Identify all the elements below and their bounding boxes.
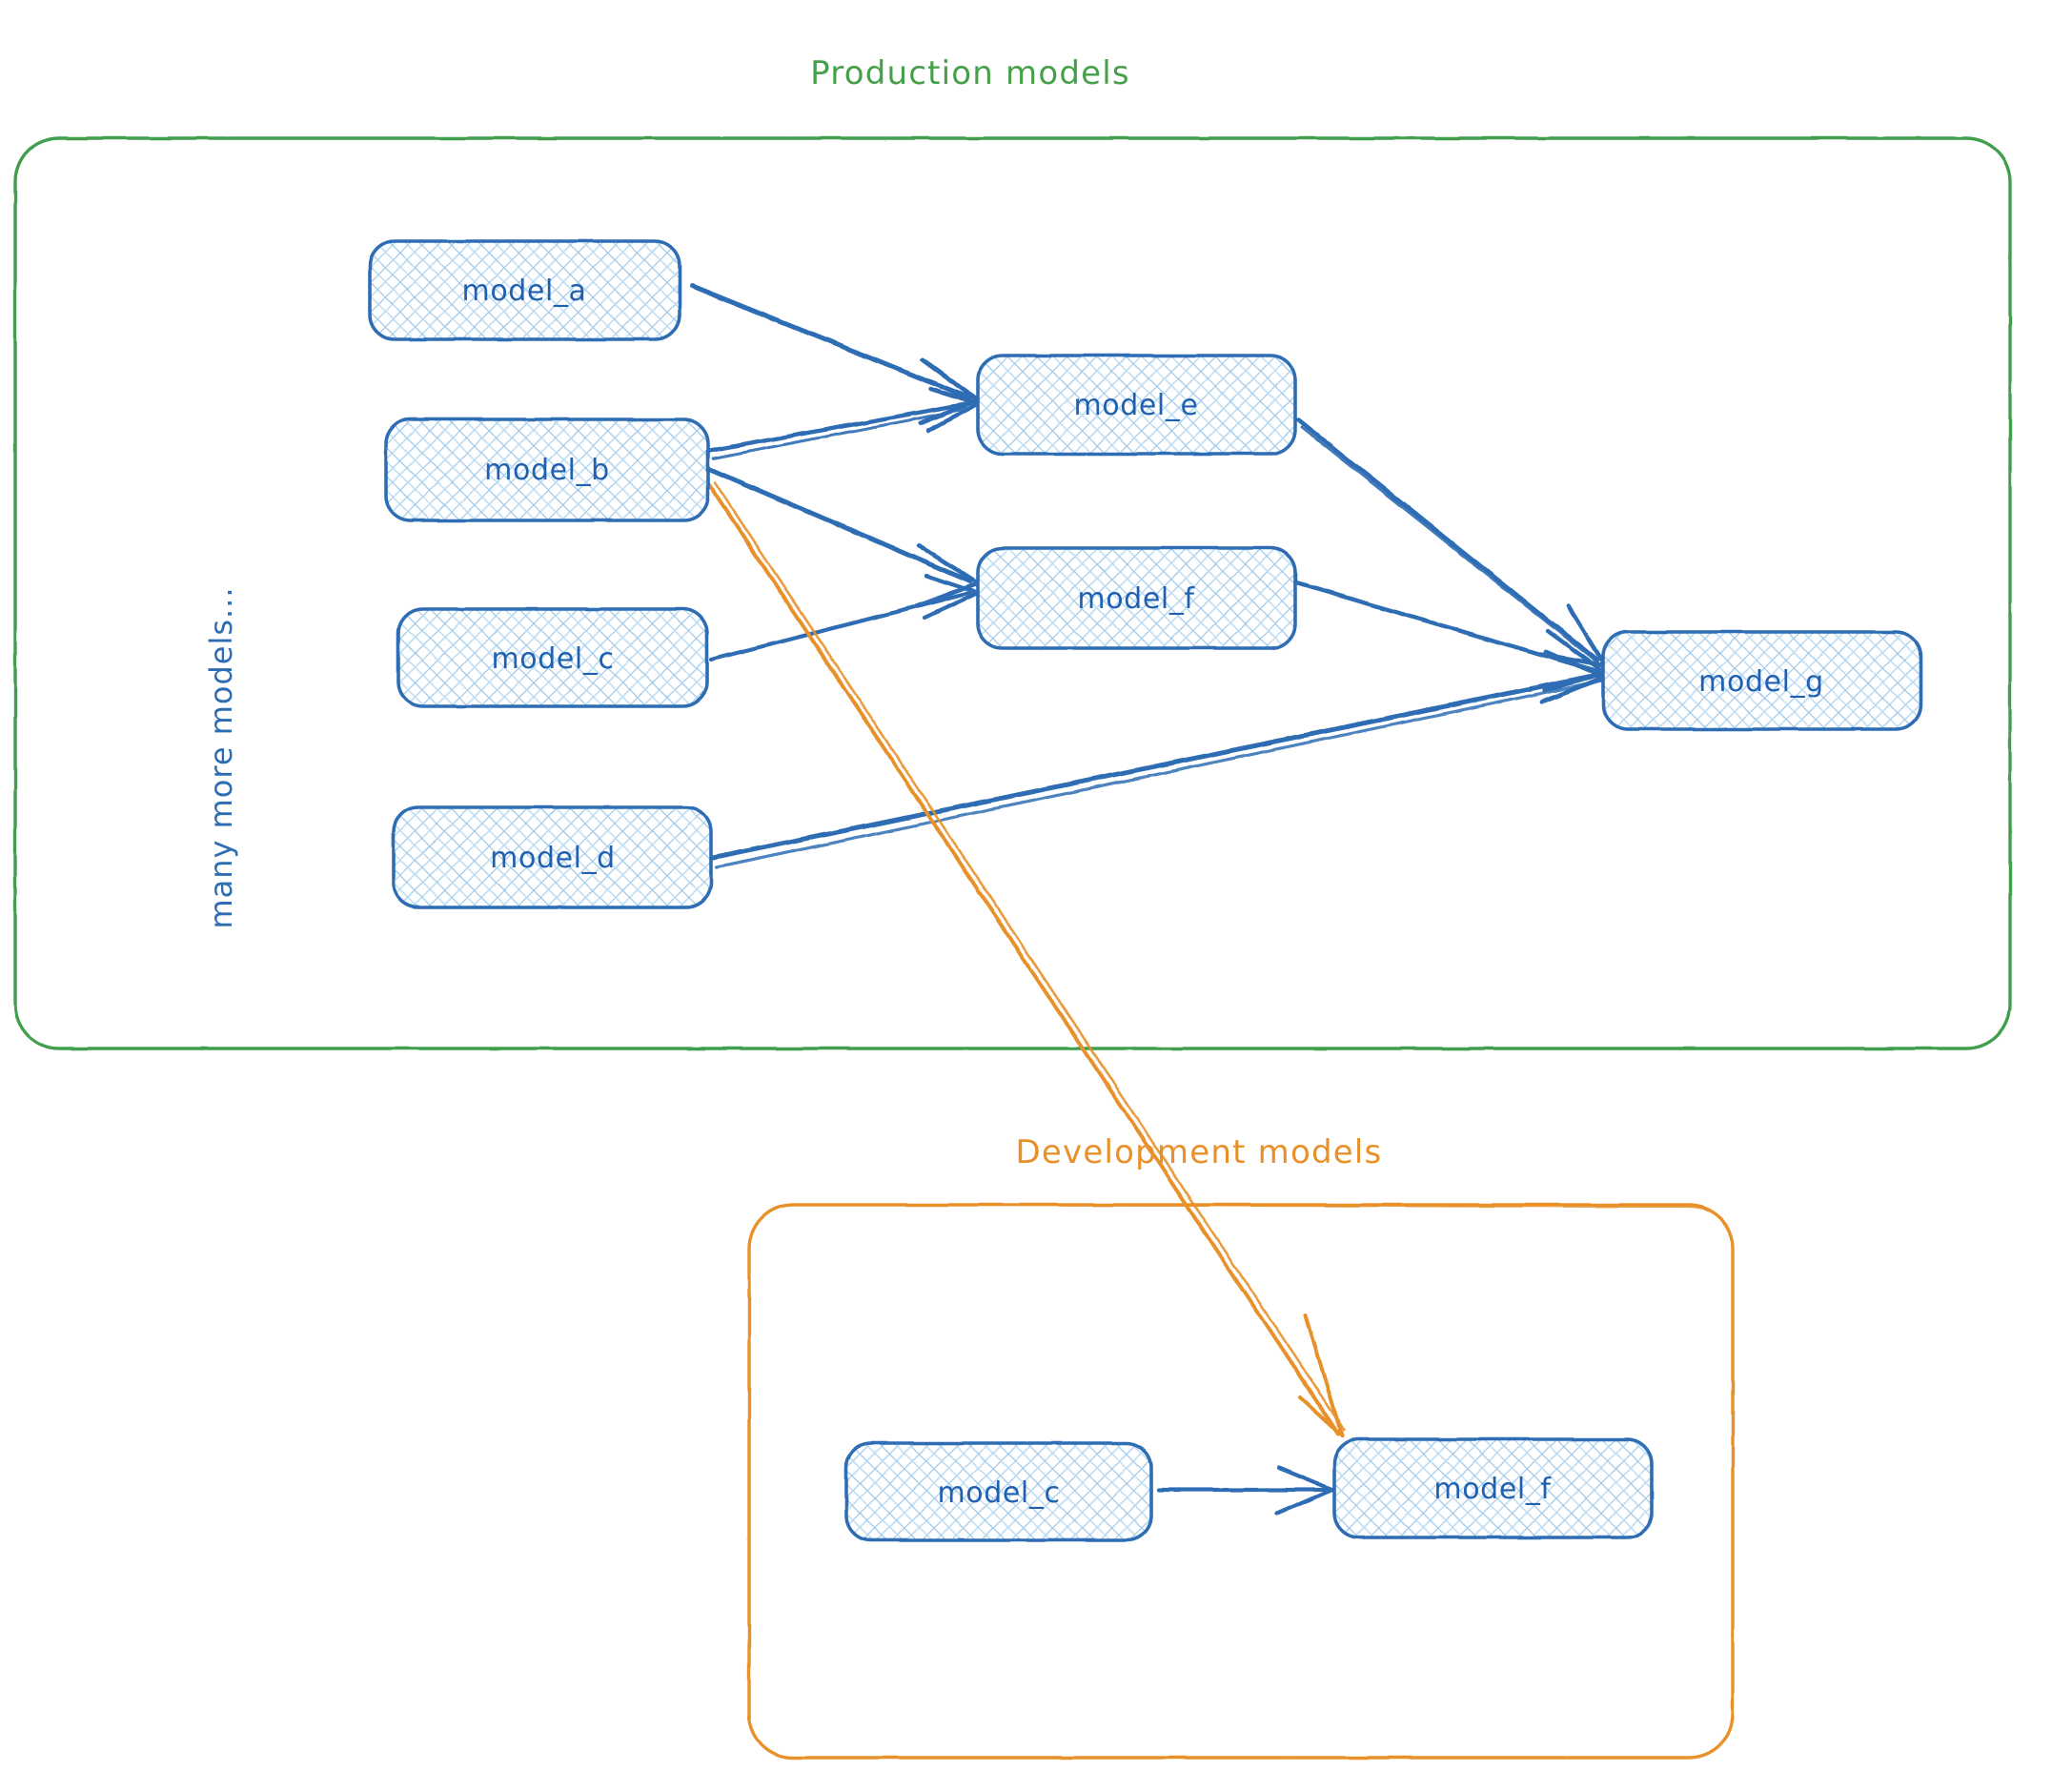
node-prod-model-c-label: model_c <box>491 642 614 676</box>
edge-dev-c-to-dev-f <box>1156 1465 1335 1517</box>
edge-c-to-f <box>708 573 981 662</box>
node-layer: model_a model_b model_c model_d model_e <box>368 239 1922 1542</box>
edge-b-to-e <box>706 386 981 460</box>
node-dev-model-f-label: model_f <box>1433 1473 1552 1506</box>
production-group-title: Production models <box>810 54 1130 92</box>
node-prod-model-b[interactable]: model_b <box>384 417 710 522</box>
node-dev-model-f-shape <box>1332 1437 1654 1539</box>
node-prod-model-d[interactable]: model_d <box>392 805 713 909</box>
node-prod-model-a[interactable]: model_a <box>368 239 681 341</box>
node-dev-model-f[interactable]: model_f <box>1332 1437 1654 1539</box>
node-prod-model-e-label: model_e <box>1073 389 1198 422</box>
node-prod-model-e[interactable]: model_e <box>976 354 1297 456</box>
node-dev-model-c-shape <box>844 1441 1153 1542</box>
edge-f-to-g <box>1295 580 1608 693</box>
node-prod-model-d-shape <box>392 805 713 909</box>
production-group-border <box>13 136 2012 1050</box>
development-group-border-overstroke <box>791 1203 1735 1252</box>
group-container-development <box>747 1203 1735 1760</box>
node-dev-model-c-label: model_c <box>937 1476 1060 1510</box>
node-prod-model-e-shape <box>976 354 1297 456</box>
edge-d-to-g <box>710 649 1608 869</box>
node-prod-model-a-shape <box>368 239 681 341</box>
node-prod-model-f-shape <box>976 546 1297 650</box>
node-prod-model-a-label: model_a <box>462 275 587 308</box>
edge-prod-b-to-dev-f <box>707 480 1346 1437</box>
node-prod-model-c-shape <box>396 607 709 708</box>
node-prod-model-b-label: model_b <box>484 454 610 487</box>
edge-e-to-g <box>1295 417 1608 668</box>
many-more-models-label: many more models... <box>203 586 239 928</box>
group-container-production <box>13 136 2012 1050</box>
node-prod-model-c[interactable]: model_c <box>396 607 709 708</box>
node-prod-model-f-label: model_f <box>1077 582 1195 616</box>
node-prod-model-d-label: model_d <box>490 842 616 875</box>
development-group-title: Development models <box>1016 1133 1383 1171</box>
node-prod-model-g[interactable]: model_g <box>1601 630 1922 731</box>
edge-b-to-f <box>706 466 981 609</box>
edge-layer <box>689 283 1608 1517</box>
node-prod-model-b-shape <box>384 417 710 522</box>
node-dev-model-c[interactable]: model_c <box>844 1441 1153 1542</box>
node-prod-model-f[interactable]: model_f <box>976 546 1297 650</box>
edge-a-to-e <box>689 283 981 426</box>
node-prod-model-g-shape <box>1601 630 1922 731</box>
node-prod-model-g-label: model_g <box>1698 665 1824 699</box>
